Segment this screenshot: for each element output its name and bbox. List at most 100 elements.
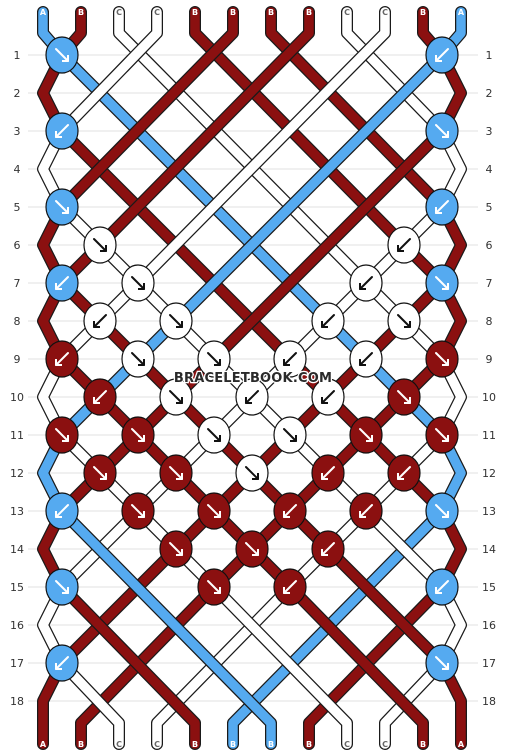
strand-label: B — [78, 8, 84, 17]
strand-label: C — [382, 740, 388, 749]
knot — [159, 302, 193, 340]
row-number-right: 10 — [482, 391, 496, 404]
strand-label: C — [116, 740, 122, 749]
strand-label: A — [40, 740, 47, 749]
knot — [83, 454, 117, 492]
row-number-left: 14 — [10, 543, 24, 556]
strand-label: C — [116, 8, 122, 17]
knot — [83, 226, 117, 264]
knot — [349, 340, 383, 378]
row-number-right: 11 — [482, 429, 496, 442]
arrow-down-right-icon — [207, 504, 221, 518]
row-number-left: 3 — [14, 125, 21, 138]
arrow-down-left-icon — [397, 466, 411, 480]
row-number-right: 5 — [486, 201, 493, 214]
row-number-left: 6 — [14, 239, 21, 252]
strand-label: B — [268, 8, 274, 17]
arrow-down-left-icon — [93, 390, 107, 404]
watermark: BRACELETBOOK.COM — [174, 371, 332, 386]
row-number-right: 8 — [486, 315, 493, 328]
arrow-down-right-icon — [131, 428, 145, 442]
arrow-down-right-icon — [245, 542, 259, 556]
knot — [121, 340, 155, 378]
arrow-down-left-icon — [55, 352, 69, 366]
knot — [425, 492, 459, 530]
knot — [83, 302, 117, 340]
strand-label: B — [268, 740, 274, 749]
arrow-down-left-icon — [435, 580, 449, 594]
knot — [349, 492, 383, 530]
row-number-left: 12 — [10, 467, 24, 480]
knot — [45, 112, 79, 150]
knot — [425, 340, 459, 378]
arrow-down-right-icon — [169, 542, 183, 556]
row-number-right: 3 — [486, 125, 493, 138]
row-number-left: 7 — [14, 277, 21, 290]
knot — [159, 454, 193, 492]
arrow-down-right-icon — [435, 656, 449, 670]
knot — [387, 454, 421, 492]
arrow-down-left-icon — [359, 352, 373, 366]
arrow-down-left-icon — [321, 390, 335, 404]
row-number-left: 11 — [10, 429, 24, 442]
knot — [45, 340, 79, 378]
strand-label: B — [230, 740, 236, 749]
arrow-down-right-icon — [207, 580, 221, 594]
row-number-right: 16 — [482, 619, 496, 632]
row-number-right: 1 — [486, 49, 493, 62]
knot — [121, 416, 155, 454]
arrow-down-right-icon — [207, 352, 221, 366]
knot — [121, 264, 155, 302]
knot — [425, 568, 459, 606]
knot — [197, 340, 231, 378]
arrow-down-left-icon — [435, 48, 449, 62]
strand-4 — [38, 7, 466, 749]
strand-label: B — [230, 8, 236, 17]
knot — [349, 416, 383, 454]
arrow-down-right-icon — [93, 238, 107, 252]
row-number-right: 7 — [486, 277, 493, 290]
row-number-right: 14 — [482, 543, 496, 556]
row-number-right: 17 — [482, 657, 496, 670]
row-number-right: 4 — [486, 163, 493, 176]
strand-label: A — [40, 8, 47, 17]
knot — [387, 302, 421, 340]
arrow-down-left-icon — [321, 542, 335, 556]
arrow-down-right-icon — [397, 390, 411, 404]
row-number-left: 5 — [14, 201, 21, 214]
strand-label: C — [154, 740, 160, 749]
row-number-left: 2 — [14, 87, 21, 100]
knot — [387, 226, 421, 264]
strand-label: A — [458, 8, 465, 17]
arrow-down-left-icon — [93, 314, 107, 328]
knot — [311, 530, 345, 568]
arrow-down-right-icon — [435, 352, 449, 366]
arrow-down-right-icon — [131, 276, 145, 290]
knot — [45, 416, 79, 454]
strand-label: C — [344, 8, 350, 17]
row-number-right: 12 — [482, 467, 496, 480]
strand-label: B — [192, 8, 198, 17]
arrow-down-right-icon — [55, 200, 69, 214]
knot — [273, 568, 307, 606]
arrow-down-right-icon — [169, 390, 183, 404]
strand-label: B — [78, 740, 84, 749]
strand-9 — [38, 7, 466, 749]
arrow-down-left-icon — [283, 352, 297, 366]
row-number-right: 2 — [486, 87, 493, 100]
arrow-down-right-icon — [435, 276, 449, 290]
arrow-down-right-icon — [397, 314, 411, 328]
arrow-down-right-icon — [55, 580, 69, 594]
row-number-right: 13 — [482, 505, 496, 518]
row-number-right: 6 — [486, 239, 493, 252]
arrow-down-left-icon — [55, 656, 69, 670]
knot — [197, 568, 231, 606]
knot — [83, 378, 117, 416]
knot — [235, 378, 269, 416]
knot — [45, 36, 79, 74]
strand-label: B — [306, 8, 312, 17]
arrow-down-left-icon — [397, 238, 411, 252]
row-number-right: 15 — [482, 581, 496, 594]
